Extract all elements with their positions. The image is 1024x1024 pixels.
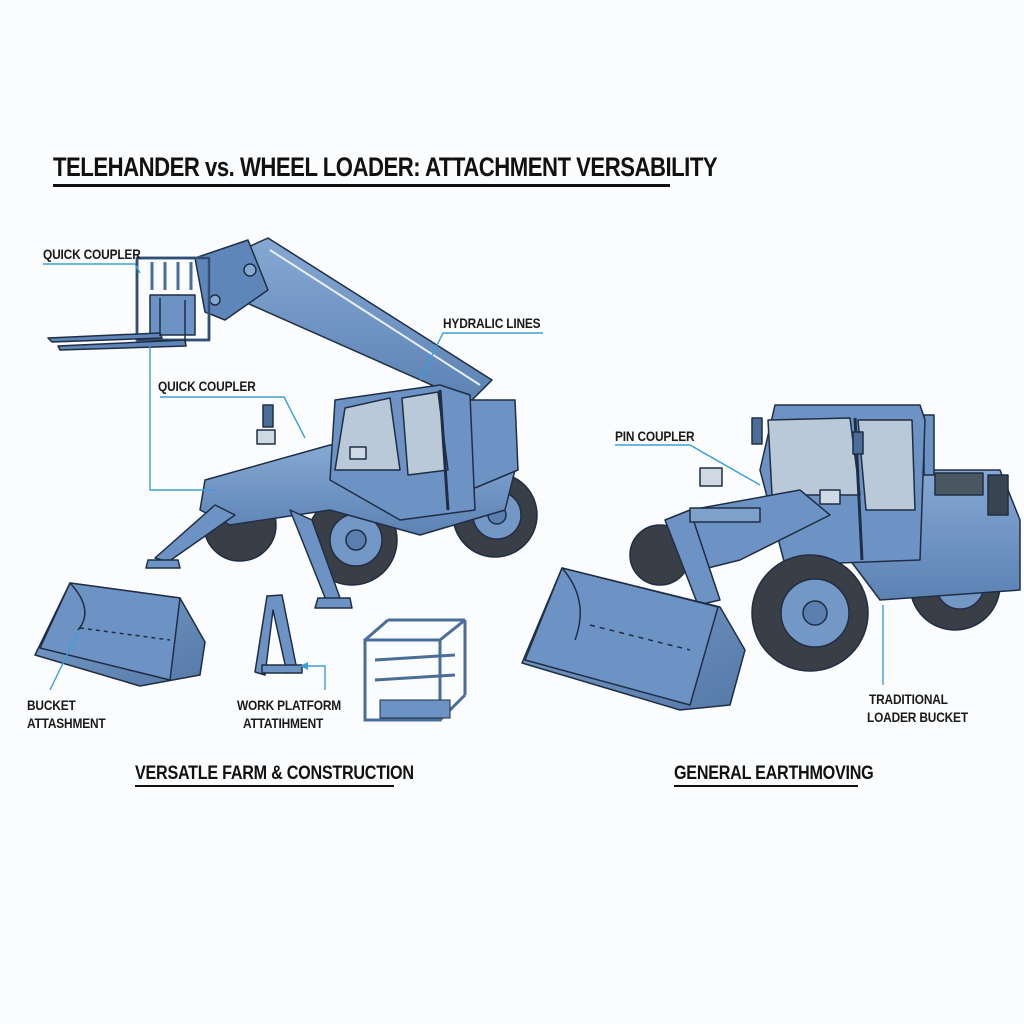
work-platform-frame-illustration bbox=[254, 594, 303, 676]
diagram-title: TELEHANDER vs. WHEEL LOADER: ATTACHMENT … bbox=[53, 152, 718, 182]
wheel-loader-illustration bbox=[521, 404, 1021, 711]
work-platform-cage-illustration bbox=[363, 618, 467, 722]
caption-wheel-loader: GENERAL EARTHMOVING bbox=[674, 763, 874, 784]
leader-hydraulic-lines bbox=[419, 332, 543, 381]
label-bucket-attachment-line1: BUCKET bbox=[27, 697, 76, 713]
leader-work-platform bbox=[306, 665, 326, 690]
label-quick-coupler-top: QUICK COUPLER bbox=[43, 246, 141, 262]
leader-bucket bbox=[49, 631, 79, 691]
title-underline bbox=[53, 184, 670, 187]
label-traditional-bucket-line2: LOADER BUCKET bbox=[867, 709, 968, 725]
label-hydraulic-lines: HYDRALIC LINES bbox=[443, 315, 541, 331]
caption-telehandler-underline bbox=[135, 785, 394, 787]
label-quick-coupler-mid: QUICK COUPLER bbox=[158, 378, 256, 394]
telehandler-illustration bbox=[47, 237, 538, 609]
leader-quick-coupler-bracket bbox=[149, 345, 215, 491]
label-pin-coupler: PIN COUPLER bbox=[615, 428, 695, 444]
caption-telehandler: VERSATLE FARM & CONSTRUCTION bbox=[135, 763, 414, 784]
caption-wheel-loader-underline bbox=[674, 785, 858, 787]
fork-tines bbox=[47, 332, 163, 343]
leader-quick-coupler-top bbox=[43, 263, 141, 274]
label-traditional-bucket-line1: TRADITIONAL bbox=[869, 691, 948, 707]
leader-pin-coupler bbox=[615, 444, 761, 486]
label-work-platform-line1: WORK PLATFORM bbox=[237, 697, 341, 713]
label-work-platform-line2: ATTATIHMENT bbox=[243, 715, 324, 731]
bucket-attachment-illustration bbox=[34, 582, 206, 687]
leader-lines bbox=[43, 263, 884, 691]
label-bucket-attachment-line2: ATTASHMENT bbox=[27, 715, 106, 731]
leader-quick-coupler-mid bbox=[160, 396, 306, 439]
cab-window bbox=[334, 397, 401, 471]
